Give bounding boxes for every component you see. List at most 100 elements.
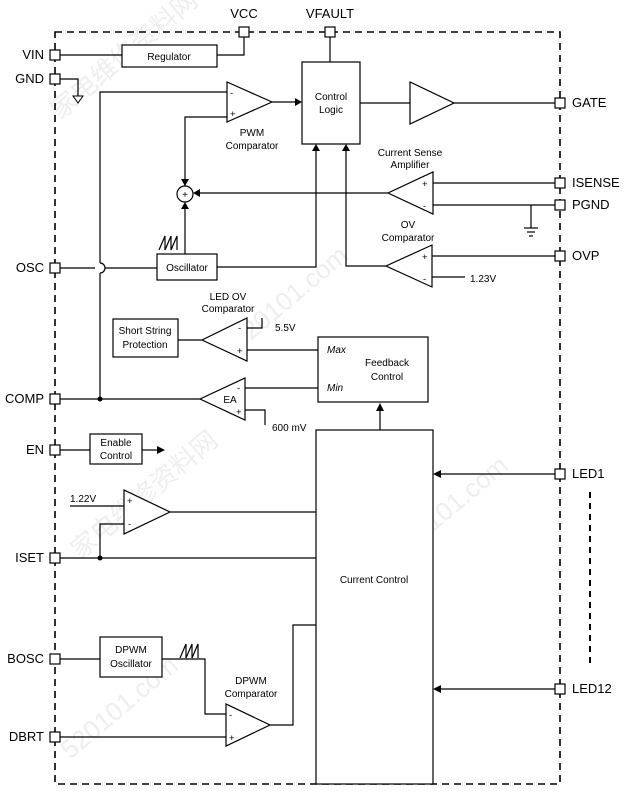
pin-en (49, 444, 61, 456)
led-ov-plus: + (237, 346, 243, 357)
pin-vfault (324, 26, 336, 38)
wires (60, 37, 591, 738)
pin-en-label: EN (26, 442, 44, 457)
iset-minus: - (128, 519, 131, 530)
pin-vin (49, 49, 61, 61)
dpwm-plus: + (229, 733, 235, 744)
pin-iset (49, 552, 61, 564)
feedback-control-label-2: Control (371, 372, 403, 383)
cs-amp-label-2: Amplifier (391, 160, 431, 171)
ovp-ref-label: 1.23V (470, 274, 496, 285)
ov-plus: + (422, 252, 428, 263)
pwm-minus: - (230, 88, 233, 99)
pin-pgnd-label: PGND (572, 197, 610, 212)
control-logic-label-2: Logic (319, 105, 343, 116)
pin-vin-label: VIN (22, 47, 44, 62)
pin-gate-label: GATE (572, 95, 607, 110)
gate-driver (409, 81, 456, 125)
enable-control-block (89, 433, 143, 465)
ea-plus: + (236, 407, 242, 418)
pin-isense-label: ISENSE (572, 175, 620, 190)
iset-ref-label: 1.22V (70, 494, 96, 505)
pin-dbrt-label: DBRT (9, 729, 44, 744)
pin-led1-label: LED1 (572, 466, 605, 481)
gnd-symbol (72, 95, 84, 104)
pin-bosc-label: BOSC (7, 651, 44, 666)
pin-osc-label: OSC (16, 260, 44, 275)
feedback-min-label: Min (327, 383, 344, 394)
current-sense-amplifier (386, 171, 434, 215)
pin-comp-label: COMP (5, 391, 44, 406)
pin-isense (554, 177, 566, 189)
regulator-label: Regulator (147, 52, 191, 63)
led-ov-minus: - (238, 323, 241, 334)
ea-minus: - (237, 383, 240, 394)
cs-amp-plus: + (422, 179, 428, 190)
pin-gnd-label: GND (15, 71, 44, 86)
pwm-comparator-label-1: PWM (240, 128, 264, 139)
feedback-control-block (317, 336, 429, 403)
led-ov-comparator (200, 317, 248, 362)
pin-led12 (554, 683, 566, 695)
pwm-comparator (226, 81, 274, 123)
oscillator-block (156, 253, 218, 281)
control-logic-label-1: Control (315, 92, 347, 103)
oscillator-label: Oscillator (166, 263, 208, 274)
ea-ref-label: 600 mV (272, 423, 307, 434)
led-ov-label-1: LED OV (210, 292, 247, 303)
pin-gate (554, 97, 566, 109)
short-string-label-1: Short String (119, 326, 172, 337)
pin-vfault-label: VFAULT (306, 6, 354, 21)
pin-dbrt (49, 731, 61, 743)
dpwm-oscillator-label-1: DPWM (115, 645, 147, 656)
regulator-block (121, 44, 218, 68)
cs-amp-minus: - (423, 201, 426, 212)
enable-control-label-1: Enable (100, 438, 132, 449)
sawtooth-icon (158, 235, 178, 251)
dpwm-minus: - (229, 710, 232, 721)
dpwm-oscillator-label-2: Oscillator (110, 659, 152, 670)
pin-vcc (238, 26, 250, 38)
dpwm-sawtooth-icon (179, 643, 199, 659)
pin-iset-label: ISET (15, 550, 44, 565)
feedback-max-label: Max (327, 345, 347, 356)
pin-led1 (554, 468, 566, 480)
short-string-block (112, 318, 179, 358)
led-ov-label-2: Comparator (202, 304, 255, 315)
current-control-label: Current Control (340, 575, 408, 586)
pin-ovp-label: OVP (572, 248, 599, 263)
pins: VIN GND OSC COMP EN ISET BOSC DBRT VCC V… (5, 6, 620, 744)
pin-osc (49, 262, 61, 274)
ov-minus: - (423, 274, 426, 285)
dpwm-oscillator-block (99, 636, 163, 678)
summing-node-label: + (182, 190, 188, 201)
pin-gnd (49, 73, 61, 85)
cs-amp-label-1: Current Sense (378, 148, 443, 159)
pwm-plus: + (230, 109, 236, 120)
pin-vcc-label: VCC (230, 6, 257, 21)
error-amplifier (198, 377, 246, 421)
pin-ovp (554, 250, 566, 262)
ea-label: EA (223, 395, 237, 406)
feedback-control-label-1: Feedback (365, 358, 410, 369)
short-string-label-2: Protection (122, 340, 167, 351)
control-logic-block (301, 61, 361, 145)
enable-control-label-2: Control (100, 451, 132, 462)
current-control-block (315, 429, 434, 785)
pin-led12-label: LED12 (572, 681, 612, 696)
pin-pgnd (554, 199, 566, 211)
chip-boundary (54, 31, 561, 785)
pin-bosc (49, 653, 61, 665)
pwm-comparator-label-2: Comparator (226, 141, 279, 152)
ov-comparator-label-2: Comparator (382, 233, 435, 244)
iset-plus: + (127, 496, 133, 507)
dpwm-comparator-label-2: Comparator (225, 689, 278, 700)
led-ov-ref-label: 5.5V (275, 323, 296, 334)
ov-comparator (384, 244, 433, 288)
ov-comparator-label-1: OV (401, 220, 416, 231)
dpwm-comparator-label-1: DPWM (235, 676, 267, 687)
dpwm-comparator (225, 703, 272, 747)
iset-amplifier (123, 489, 172, 535)
pin-comp (49, 393, 61, 405)
